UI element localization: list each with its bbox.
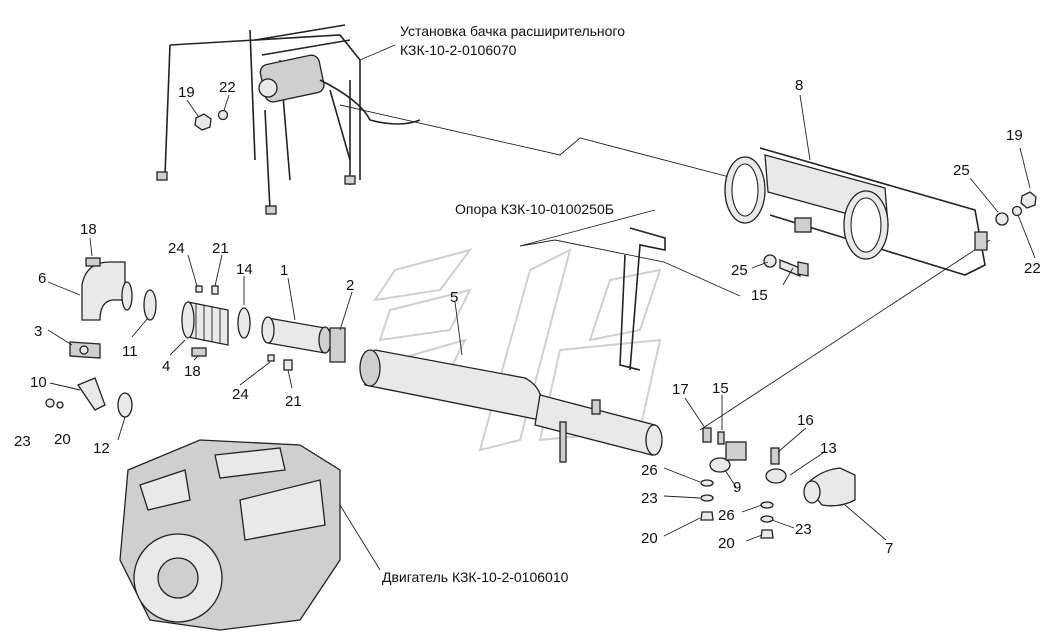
expansion-tank-caption-line2: КЗК-10-2-0106070 <box>400 42 517 58</box>
clamp-9 <box>709 441 747 473</box>
tailpipe-tip-7 <box>803 467 856 507</box>
callout-22-right: 22 <box>1024 260 1041 277</box>
washer-22-right <box>1011 205 1023 217</box>
callout-15-lower: 15 <box>712 380 729 397</box>
nut-20-right-lower <box>760 529 774 539</box>
callout-23-lower-left: 23 <box>641 490 658 507</box>
nut-20-left-lower <box>700 511 714 521</box>
washer-24-upper <box>195 285 203 293</box>
callout-11: 11 <box>122 343 138 360</box>
callout-26-left: 26 <box>641 462 658 479</box>
elbow-10 <box>77 377 106 411</box>
support-caption: Опора КЗК-10-0100250Б <box>455 201 614 217</box>
pipe-1 <box>261 316 332 354</box>
washer-24-lower <box>267 354 275 362</box>
callout-9: 9 <box>733 479 741 496</box>
expansion-tank-frame <box>156 24 421 215</box>
callout-18-upper: 18 <box>80 221 97 238</box>
callout-15-upper: 15 <box>751 287 768 304</box>
callout-12: 12 <box>93 440 110 457</box>
washer-26-left <box>700 479 714 487</box>
flange-2 <box>329 327 346 363</box>
leader-lines <box>47 44 1036 571</box>
callout-21-lower: 21 <box>285 393 302 410</box>
bolt-15-lower <box>717 431 725 445</box>
callout-5: 5 <box>450 289 458 306</box>
callout-6: 6 <box>38 270 46 287</box>
engine-caption: Двигатель КЗК-10-2-0106010 <box>382 569 569 585</box>
bellows-4 <box>181 301 229 346</box>
washer-23-left-lower <box>700 494 714 502</box>
washer-25-left <box>763 254 777 268</box>
callout-25-right: 25 <box>953 162 970 179</box>
callout-4: 4 <box>162 358 170 375</box>
nut-19-right <box>1020 191 1037 209</box>
engine-block <box>119 439 341 631</box>
callout-19-top-left: 19 <box>178 84 195 101</box>
callout-23-left: 23 <box>14 433 31 450</box>
callout-24-upper: 24 <box>168 240 185 257</box>
expansion-tank-caption-line1: Установка бачка расширительного <box>400 23 625 39</box>
nut-21-lower <box>283 359 293 371</box>
callout-21-upper: 21 <box>212 240 229 257</box>
callout-19-right: 19 <box>1006 127 1023 144</box>
clamp-13 <box>765 468 787 484</box>
washer-25-right <box>995 212 1009 226</box>
muffler-5 <box>359 349 663 463</box>
callout-2: 2 <box>346 277 354 294</box>
callout-17: 17 <box>672 381 689 398</box>
gasket-14 <box>237 307 251 339</box>
bolt-17 <box>702 427 712 443</box>
callout-20-lower-right: 20 <box>718 535 735 552</box>
callout-25-left: 25 <box>731 262 748 279</box>
callout-24-lower: 24 <box>232 386 249 403</box>
heat-shield-8 <box>724 147 988 276</box>
washer-23-right-lower <box>760 515 774 523</box>
bolt-18-lower <box>191 347 207 357</box>
callout-18-lower: 18 <box>184 363 201 380</box>
callout-7: 7 <box>885 540 893 557</box>
washer-26-right <box>760 501 774 509</box>
callout-8: 8 <box>795 77 803 94</box>
callout-26-right: 26 <box>718 507 735 524</box>
bolt-16 <box>770 447 780 465</box>
callout-14: 14 <box>236 261 253 278</box>
elbow-6 <box>81 261 126 321</box>
gasket-12 <box>117 392 133 418</box>
washer-22-top-left <box>217 109 229 121</box>
washer-20-left <box>56 401 64 409</box>
callout-13: 13 <box>820 440 837 457</box>
callout-22-top-left: 22 <box>219 79 236 96</box>
assembly-leader-line <box>339 104 991 431</box>
nut-23-left <box>45 398 55 408</box>
callout-1: 1 <box>280 262 288 279</box>
callout-16: 16 <box>797 412 814 429</box>
callout-23-lower-right: 23 <box>795 521 812 538</box>
nut-21-upper <box>211 285 219 295</box>
nut-19-top-left <box>194 113 212 131</box>
gasket-11 <box>143 289 157 321</box>
flange-ring-left <box>121 281 133 311</box>
callout-3: 3 <box>34 323 42 340</box>
callout-20-lower-left: 20 <box>641 530 658 547</box>
bolt-18 <box>85 257 101 267</box>
bolt-15-upper <box>779 259 809 277</box>
support-bracket <box>619 227 666 371</box>
callout-20-left: 20 <box>54 431 71 448</box>
callout-10: 10 <box>30 374 47 391</box>
clamp-3 <box>69 341 101 359</box>
